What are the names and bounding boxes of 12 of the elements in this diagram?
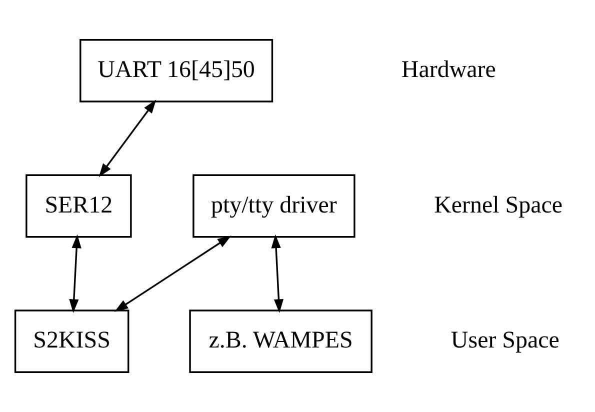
- node-box: pty/tty driver: [192, 174, 356, 238]
- node-box: S2KISS: [14, 310, 130, 373]
- label: User Space: [450, 328, 560, 354]
- label: Kernel Space: [434, 192, 563, 218]
- arrow: [114, 236, 232, 312]
- arrow: [271, 234, 284, 313]
- node-box: UART 16[45]50: [80, 39, 274, 102]
- arrow: [69, 234, 82, 313]
- node-box: z.B. WAMPES: [189, 310, 372, 373]
- node-box: SER12: [26, 174, 132, 238]
- arrow: [98, 100, 156, 178]
- label: Hardware: [401, 57, 496, 84]
